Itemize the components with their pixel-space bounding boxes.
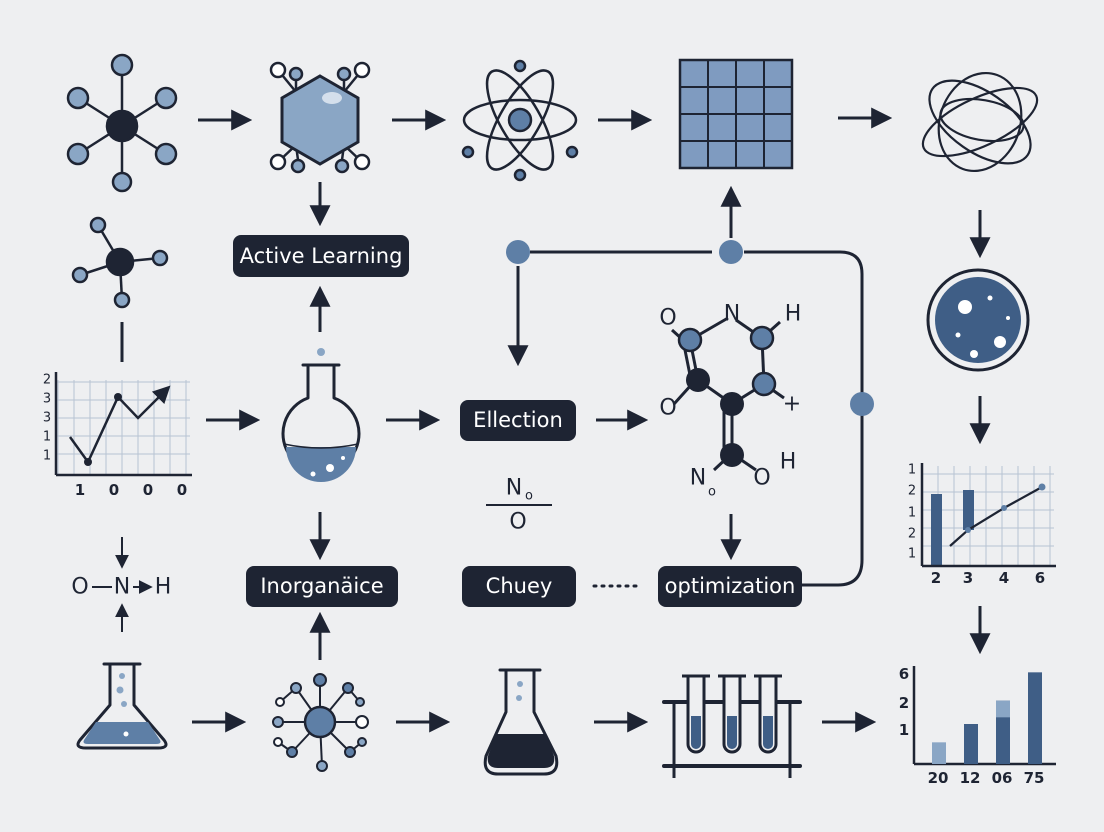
bar-overlay-2 <box>996 700 1010 718</box>
ring-text-plus: + <box>783 392 801 417</box>
ring-text-n: N <box>724 302 740 327</box>
lc-x-tick-2: 0 <box>143 481 153 499</box>
lc-y-tick-2: 3 <box>43 411 51 426</box>
fraction-top: N <box>506 476 522 501</box>
mc-x-tick-1: 3 <box>963 569 973 587</box>
loop-node-top[interactable] <box>719 240 743 264</box>
bb-y-tick-1: 2 <box>899 694 909 712</box>
ring-text-h2: H <box>780 450 797 475</box>
lc-x-tick-1: 0 <box>109 481 119 499</box>
mc-y-tick-2: 1 <box>908 506 916 521</box>
bb-y-tick-0: 6 <box>899 665 909 683</box>
election-label: Ellection <box>473 408 563 432</box>
hexagon-molecule-icon <box>269 61 371 174</box>
optimization-label: optimization <box>665 574 796 598</box>
inorganic-node[interactable]: Inorganäice <box>246 566 398 607</box>
optimization-node[interactable]: optimization <box>658 566 802 607</box>
mc-x-tick-2: 4 <box>999 569 1009 587</box>
feedback-loop-connector <box>530 250 864 587</box>
onh-o: O <box>71 575 88 600</box>
mixed-chart-right: 1 2 1 2 1 2 3 4 6 <box>908 463 1056 587</box>
mc-y-tick-1: 2 <box>908 484 916 499</box>
mc-y-tick-0: 1 <box>908 463 916 478</box>
mc-x-tick-0: 2 <box>931 569 941 587</box>
lc-x-tick-3: 0 <box>177 481 187 499</box>
conical-flask-icon <box>483 668 559 776</box>
lc-y-tick-1: 3 <box>43 392 51 407</box>
octahedral-molecule-icon <box>66 53 178 193</box>
bar-chart-bars <box>932 672 1042 764</box>
fraction-bottom: O <box>509 510 526 535</box>
lc-x-tick-0: 1 <box>75 481 85 499</box>
election-node[interactable]: Ellection <box>460 400 576 441</box>
flask-bubble <box>317 348 325 356</box>
mc-y-tick-4: 1 <box>908 547 916 562</box>
ring-text-h1: H <box>785 302 802 327</box>
loop-node-right[interactable] <box>850 392 874 416</box>
bb-y-tick-2: 1 <box>899 721 909 739</box>
mc-x-tick-3: 6 <box>1035 569 1045 587</box>
onh-formula: O N H <box>71 537 171 632</box>
lc-y-tick-0: 2 <box>43 373 51 388</box>
round-flask-icon <box>281 363 361 482</box>
line-chart-left: 2 3 3 1 1 1 0 0 0 <box>43 372 192 499</box>
mc-y-tick-3: 2 <box>908 527 916 542</box>
onh-h: H <box>155 575 172 600</box>
inorganic-label: Inorganäice <box>260 574 383 598</box>
chuey-node[interactable]: Chuey <box>462 566 576 607</box>
atom-icon <box>461 59 579 182</box>
orbit-swirl-icon <box>921 71 1039 173</box>
ring-molecule-icon: O N H O + N o O H <box>659 302 801 500</box>
lc-y-tick-3: 1 <box>43 430 51 445</box>
chuey-label: Chuey <box>486 574 553 598</box>
bb-x-tick-3: 75 <box>1024 769 1045 787</box>
fraction-sub: o <box>525 489 533 504</box>
ring-text-sub: o <box>708 485 716 500</box>
active-learning-label: Active Learning <box>240 244 403 268</box>
ring-text-o1: O <box>659 306 676 331</box>
bar-0 <box>932 742 946 764</box>
bar-3 <box>1028 672 1042 764</box>
loop-node-left[interactable] <box>506 240 530 264</box>
test-tube-rack-icon <box>662 674 802 778</box>
grid-matrix-icon <box>678 58 794 170</box>
network-graph-icon <box>272 673 369 772</box>
active-learning-node[interactable]: Active Learning <box>233 235 409 277</box>
fraction-formula: N o O <box>486 476 552 535</box>
onh-n: N <box>114 575 130 600</box>
lc-y-tick-4: 1 <box>43 449 51 464</box>
bb-x-tick-1: 12 <box>960 769 981 787</box>
bb-x-tick-2: 06 <box>992 769 1013 787</box>
bar-chart-bottom: 6 2 1 20 12 06 75 <box>899 665 1056 787</box>
small-molecule-icon <box>71 216 169 309</box>
ring-text-o2: O <box>659 396 676 421</box>
ring-text-o3: O <box>753 466 770 491</box>
ring-text-n2: N <box>690 466 706 491</box>
bar-1 <box>964 724 978 764</box>
bb-x-tick-0: 20 <box>928 769 949 787</box>
erlenmeyer-flask-icon <box>76 662 168 750</box>
petri-dish-icon <box>926 268 1030 372</box>
